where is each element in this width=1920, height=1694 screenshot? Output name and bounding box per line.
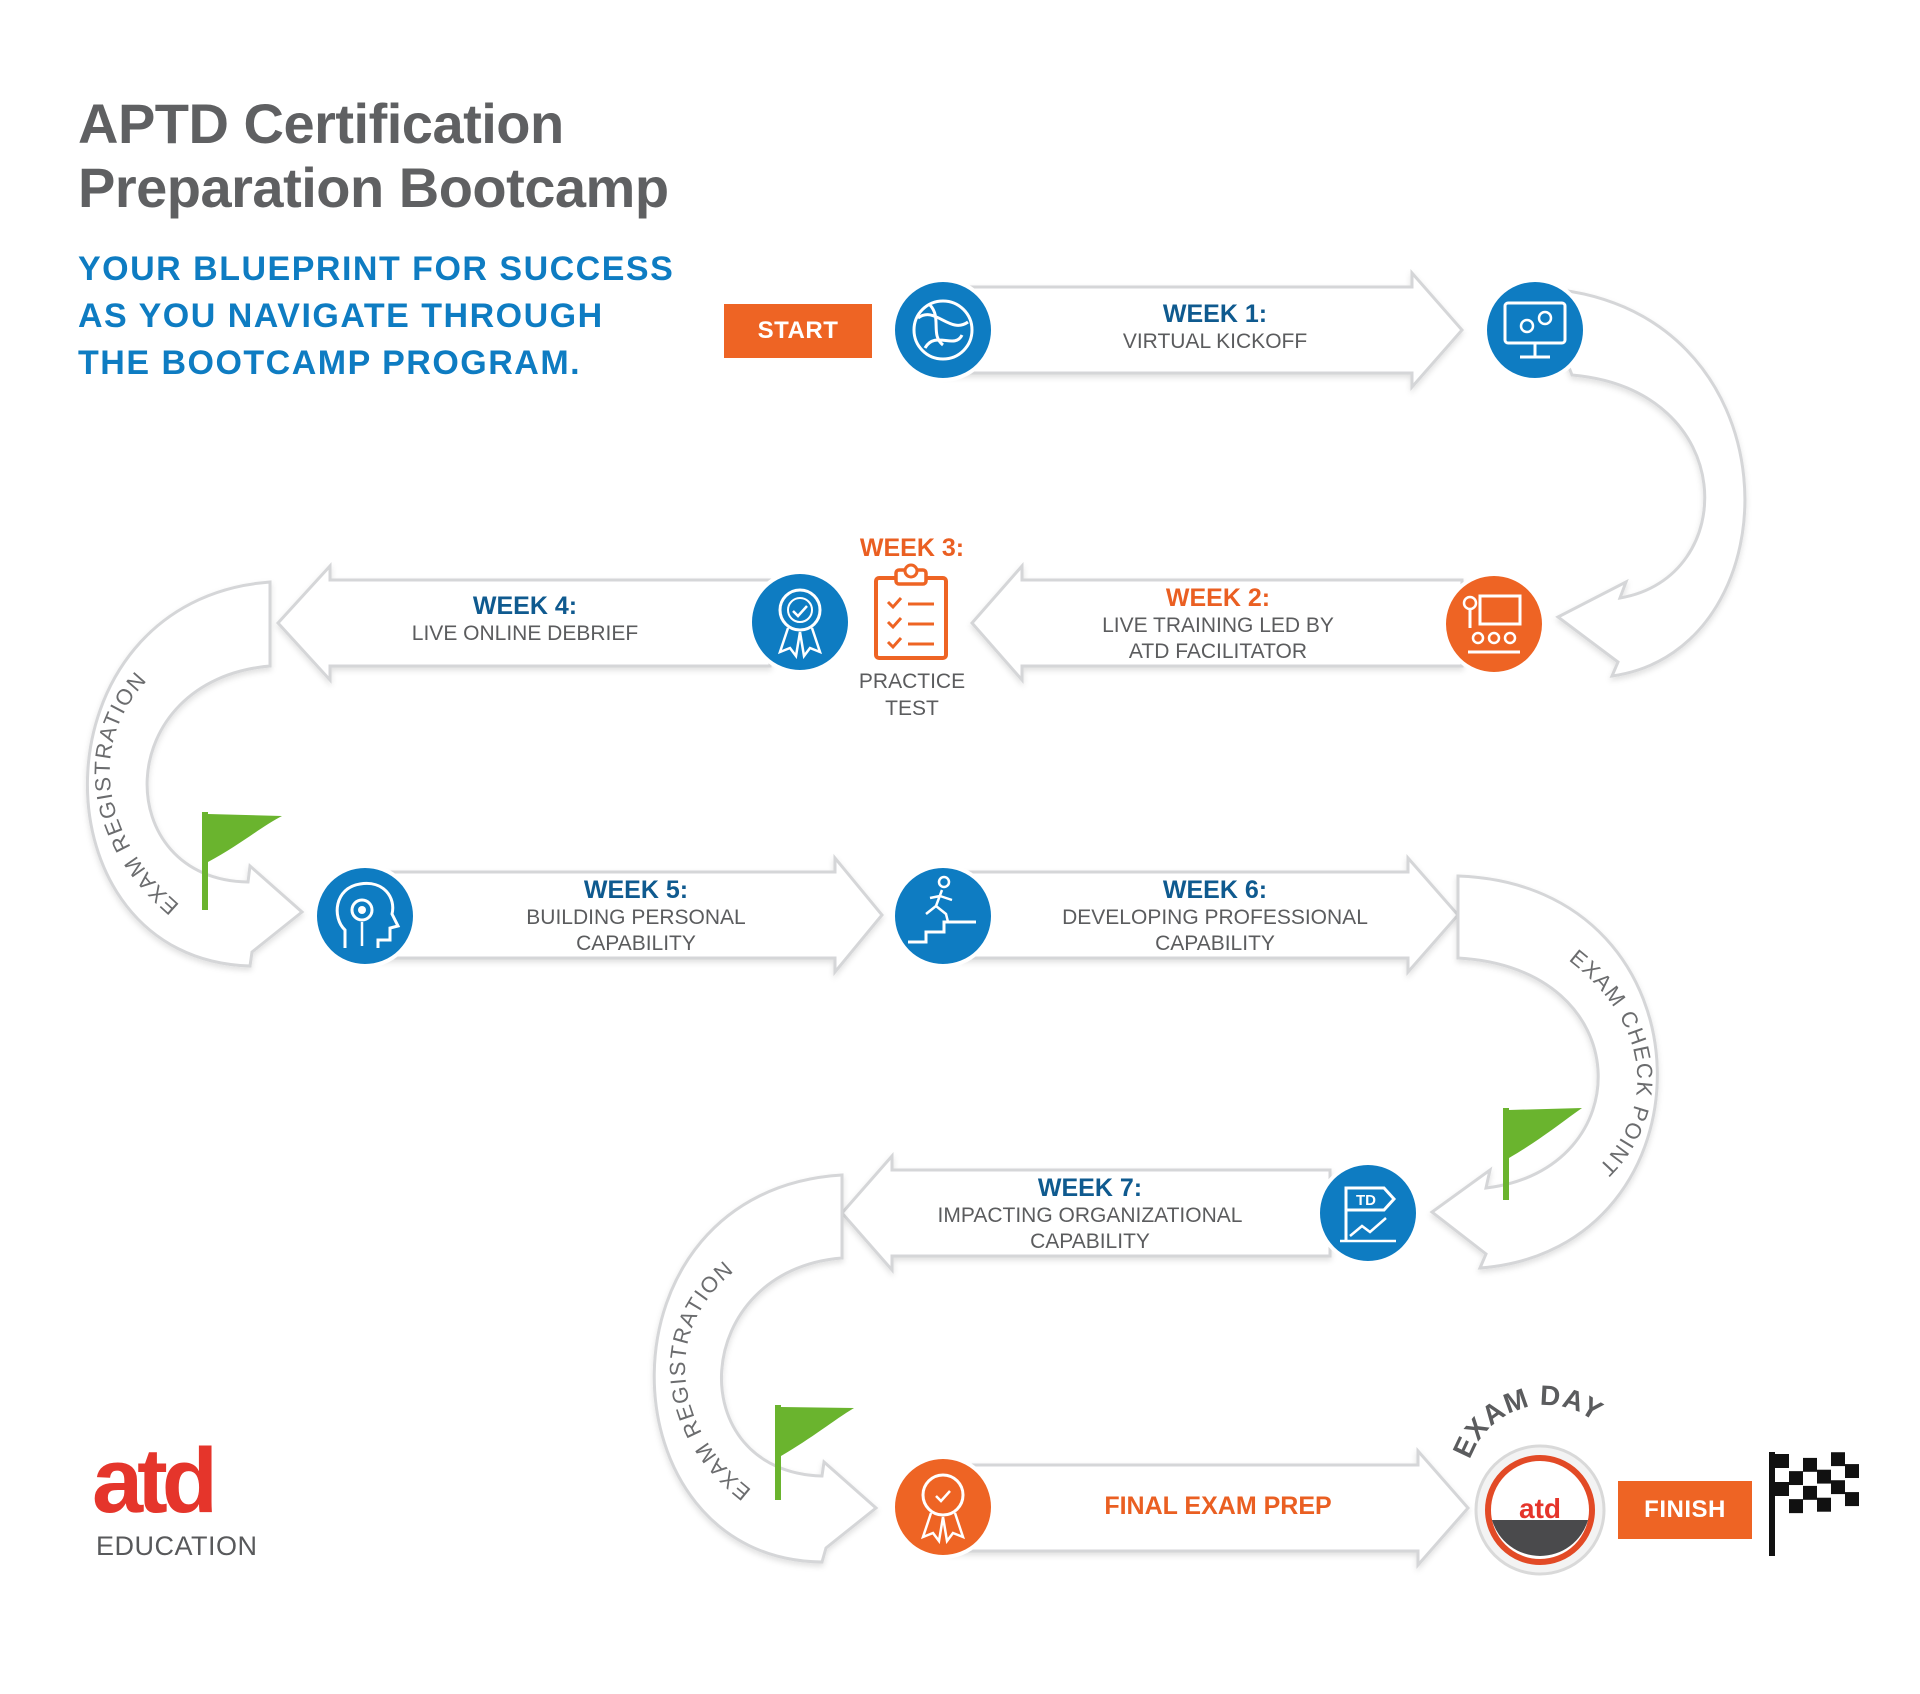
- track-arrow-row4: [840, 1152, 1332, 1274]
- track-arrow-row3b: [958, 854, 1460, 976]
- award-ribbon-icon: [748, 570, 852, 674]
- checker-square: [1789, 1485, 1803, 1500]
- certification-badge: atd: [1474, 1444, 1606, 1576]
- track-arrow-row1: [943, 269, 1464, 391]
- checker-square: [1831, 1494, 1845, 1509]
- track-uturn-left1: [85, 580, 305, 968]
- page-subtitle: YOUR BLUEPRINT FOR SUCCESS AS YOU NAVIGA…: [78, 250, 675, 382]
- track-arrow-row2b: [275, 562, 772, 684]
- step-week5: WEEK 5: BUILDING PERSONAL CAPABILITY: [526, 876, 746, 955]
- award-ribbon-icon: [891, 1455, 995, 1559]
- td-label: TD: [1356, 1192, 1376, 1209]
- checker-square: [1789, 1457, 1803, 1472]
- step-week1: WEEK 1: VIRTUAL KICKOFF: [1122, 300, 1308, 353]
- person-climbing-steps-icon: [891, 864, 995, 968]
- checker-square: [1845, 1492, 1859, 1507]
- checker-square: [1803, 1499, 1817, 1514]
- clipboard-checklist-icon: [874, 563, 948, 660]
- step-week7: WEEK 7: IMPACTING ORGANIZATIONAL CAPABIL…: [937, 1174, 1243, 1253]
- checkered-flag-icon: [1769, 1450, 1859, 1556]
- badge-atd-text: atd: [1519, 1493, 1561, 1524]
- atd-education-logo: atd EDUCATION: [92, 1435, 258, 1562]
- page-title: APTD Certification Preparation Bootcamp: [78, 92, 669, 219]
- track-uturn-left2: [652, 1173, 879, 1564]
- step-week2: WEEK 2: LIVE TRAINING LED BY ATD FACILIT…: [1102, 584, 1334, 663]
- checker-square: [1775, 1482, 1789, 1496]
- checker-square: [1831, 1480, 1845, 1495]
- logo-subtext: EDUCATION: [96, 1531, 258, 1561]
- track-arrow-row3a: [378, 853, 884, 977]
- checker-square: [1775, 1454, 1789, 1468]
- track-uturn-right1: [1535, 286, 1747, 678]
- checker-square: [1845, 1464, 1859, 1479]
- checker-square: [1803, 1471, 1817, 1486]
- checker-square: [1831, 1452, 1845, 1467]
- presenter-audience-icon: [1442, 572, 1546, 676]
- step-week3-desc: PRACTICE TEST: [858, 670, 966, 720]
- track-arrow-row5: [948, 1447, 1470, 1569]
- checker-square: [1775, 1468, 1789, 1482]
- checker-square: [1845, 1450, 1859, 1465]
- head-gear-icon: [313, 864, 417, 968]
- track-arrow-row2: [970, 562, 1464, 684]
- track-uturn-right2: [1429, 874, 1659, 1270]
- checker-square: [1775, 1496, 1789, 1510]
- atd-swirl-icon: [891, 278, 995, 382]
- checker-square: [1803, 1457, 1817, 1472]
- step-week3-title: WEEK 3:: [859, 534, 965, 562]
- monitor-gears-icon: [1483, 278, 1587, 382]
- checker-square: [1831, 1466, 1845, 1481]
- start-tag: START: [724, 304, 872, 358]
- logo-wordmark: atd: [92, 1430, 218, 1532]
- green-flag-icon: [202, 812, 282, 910]
- checker-square: [1817, 1497, 1831, 1512]
- finish-tag: FINISH: [1618, 1481, 1752, 1539]
- checker-square: [1789, 1471, 1803, 1486]
- checker-square: [1817, 1483, 1831, 1498]
- step-week4: WEEK 4: LIVE ONLINE DEBRIEF: [411, 592, 639, 645]
- td-growth-chart-icon: TD: [1316, 1161, 1420, 1265]
- checker-square: [1817, 1469, 1831, 1484]
- checker-square: [1817, 1455, 1831, 1470]
- green-flag-icon: [1503, 1108, 1582, 1200]
- step-final-exam-prep: FINAL EXAM PREP: [1104, 1492, 1332, 1520]
- step-week6: WEEK 6: DEVELOPING PROFESSIONAL CAPABILI…: [1062, 876, 1368, 955]
- checker-square: [1845, 1478, 1859, 1493]
- green-flag-icon: [775, 1405, 854, 1500]
- checker-square: [1789, 1499, 1803, 1514]
- checker-square: [1803, 1485, 1817, 1500]
